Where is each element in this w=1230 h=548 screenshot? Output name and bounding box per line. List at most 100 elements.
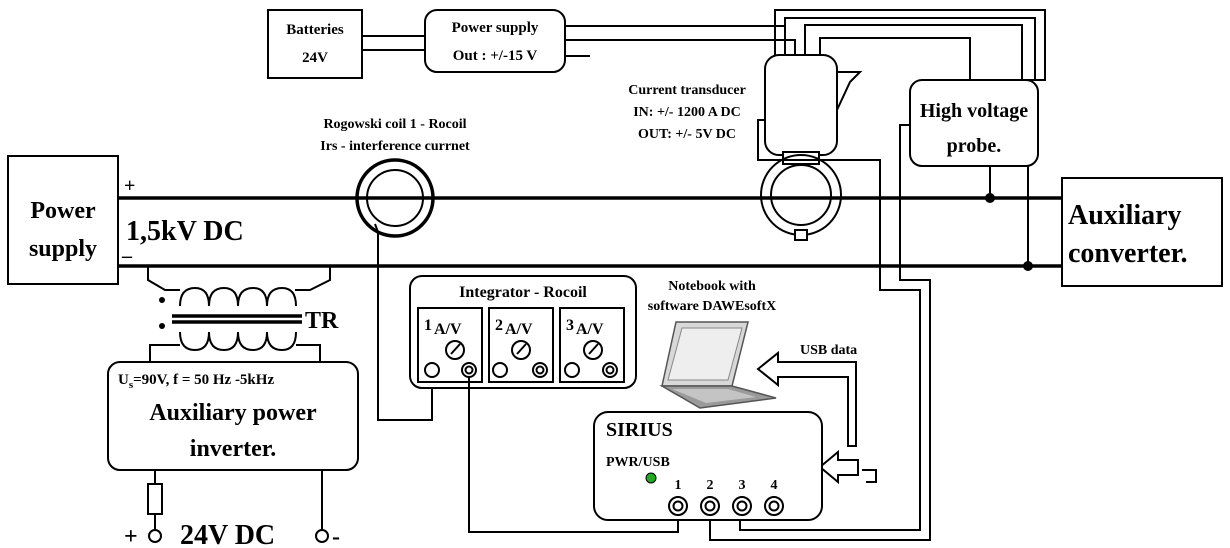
- hv-probe-bus-taps: [985, 166, 1033, 271]
- usb-label: USB data: [800, 343, 857, 358]
- inverter-spec-sub: s: [129, 379, 134, 391]
- transducer-supply-wires: [565, 9, 1046, 81]
- rogowski-coil-inner: [366, 169, 424, 227]
- rogowski-subtitle: Irs - interference currnet: [320, 139, 470, 154]
- batteries-block: Batteries 24V: [267, 9, 363, 79]
- rogowski-coil-outer: [355, 158, 435, 238]
- aux-power-supply-block: Power supply Out : +/-15 V: [424, 9, 566, 73]
- current-transducer-tab: [794, 229, 808, 241]
- inverter-spec-rest: =90V, f = 50 Hz -5kHz: [133, 372, 274, 388]
- hv-probe-block: High voltage probe.: [909, 79, 1039, 167]
- sirius-block: SIRIUS PWR/USB 1 2 3 4: [593, 411, 823, 521]
- inverter-spec-u: U: [118, 372, 129, 388]
- integrator-title: Integrator - Rocoil: [459, 284, 587, 301]
- hv-probe-box: [909, 79, 1039, 167]
- current-transducer-block: Current transducer IN: +/- 1200 A DC OUT…: [628, 54, 863, 241]
- rogowski-title: Rogowski coil 1 - Rocoil: [323, 117, 466, 132]
- current-transducer-output: OUT: +/- 5V DC: [638, 127, 736, 142]
- laptop-icon: [659, 321, 777, 409]
- main-power-supply-block: Power supply: [7, 155, 119, 285]
- sirius-port-2: [700, 496, 720, 516]
- transformer-label: TR: [305, 308, 339, 334]
- sirius-title: SIRIUS: [606, 419, 673, 441]
- dc-bus: + – 1,5kV DC: [118, 175, 1066, 268]
- usb-arrow-to-sirius: [818, 449, 859, 485]
- battery-supply-wires: [362, 35, 425, 51]
- batteries-box: [267, 9, 363, 79]
- channel-3-knob: [583, 340, 603, 360]
- channel-2-knob: [511, 340, 531, 360]
- sirius-port-4-label: 4: [771, 478, 778, 493]
- bus-plus-sign: +: [124, 175, 135, 197]
- sirius-box: [593, 411, 823, 521]
- bus-voltage-label: 1,5kV DC: [126, 216, 244, 247]
- rogowski-coil-block: Rogowski coil 1 - Rocoil Irs - interfere…: [320, 117, 470, 238]
- input-minus-sign: -: [332, 524, 340, 548]
- integrator-channel-2: 2 A/V: [488, 307, 554, 383]
- usb-arrow-to-notebook: [756, 350, 857, 447]
- channel-1-knob: [445, 340, 465, 360]
- current-transducer-ring-inner: [770, 164, 832, 226]
- aux-converter-title: Auxiliary: [1068, 200, 1182, 231]
- channel-1-num: 1: [424, 317, 432, 334]
- main-power-supply-subtitle: supply: [29, 236, 97, 262]
- sirius-signal-wires: [709, 119, 931, 541]
- bus-minus-sign: –: [121, 245, 133, 267]
- current-transducer-title: Current transducer: [628, 83, 746, 98]
- input-terminal-minus: [315, 529, 329, 543]
- main-power-supply-box: [7, 155, 119, 285]
- channel-3-input-port: [564, 362, 580, 378]
- batteries-label: Batteries: [286, 22, 344, 38]
- inverter-spec: Us=90V, f = 50 Hz -5kHz: [118, 372, 274, 391]
- channel-3-unit: A/V: [576, 321, 604, 338]
- transformer: TR: [147, 266, 339, 362]
- channel-2-output-port: [532, 362, 548, 378]
- channel-2-frame: [488, 307, 554, 383]
- channel-1-unit: A/V: [434, 321, 462, 338]
- channel-2-input-port: [492, 362, 508, 378]
- sirius-port-1: [668, 496, 688, 516]
- integrator-channel-1: 1 A/V: [417, 307, 483, 383]
- current-transducer-input: IN: +/- 1200 A DC: [633, 105, 741, 120]
- aux-converter-block: Auxiliary converter.: [1061, 177, 1223, 287]
- aux-converter-subtitle: converter.: [1068, 238, 1187, 269]
- inverter-title: Auxiliary power: [149, 400, 317, 426]
- sirius-port-3: [732, 496, 752, 516]
- current-transducer-body: [764, 54, 838, 156]
- sirius-port-1-label: 1: [675, 478, 682, 493]
- integrator-block: Integrator - Rocoil 1 A/V 2 A/V 3 A/V: [409, 275, 637, 389]
- inverter-subtitle: inverter.: [190, 436, 276, 462]
- integrator-to-sirius-wire: [468, 377, 679, 533]
- input-plus-sign: +: [124, 524, 138, 548]
- sirius-port-3-label: 3: [739, 478, 746, 493]
- dc-input: + 24V DC -: [124, 470, 340, 548]
- input-terminal-plus: [148, 529, 162, 543]
- hv-probe-title: High voltage: [920, 100, 1028, 122]
- integrator-channel-3: 3 A/V: [559, 307, 625, 383]
- fuse-symbol: [147, 483, 163, 515]
- batteries-voltage: 24V: [302, 50, 328, 66]
- current-transducer-ring-outer: [760, 154, 842, 236]
- sirius-port-2-label: 2: [707, 478, 714, 493]
- aux-converter-box: [1061, 177, 1223, 287]
- sirius-power-led: [645, 472, 657, 484]
- main-power-supply-title: Power: [30, 198, 96, 224]
- notebook-block: Notebook with software DAWEsoftX: [648, 279, 777, 409]
- hv-probe-subtitle: probe.: [947, 135, 1002, 157]
- channel-1-frame: [417, 307, 483, 383]
- sirius-port-4: [764, 496, 784, 516]
- channel-1-input-port: [424, 362, 440, 378]
- sirius-pwr-label: PWR/USB: [606, 455, 670, 470]
- channel-3-output-port: [602, 362, 618, 378]
- aux-power-inverter-block: Us=90V, f = 50 Hz -5kHz Auxiliary power …: [107, 361, 359, 471]
- notebook-software: software DAWEsoftX: [648, 299, 776, 314]
- aux-power-supply-output: Out : +/-15 V: [453, 48, 538, 64]
- aux-power-inverter-box: [107, 361, 359, 471]
- input-voltage-label: 24V DC: [180, 520, 275, 548]
- notebook-title: Notebook with: [668, 279, 756, 294]
- rogowski-to-integrator-wire: [374, 223, 433, 421]
- channel-2-num: 2: [495, 317, 503, 334]
- usb-data-arrows: USB data: [756, 343, 859, 485]
- channel-3-num: 3: [566, 317, 574, 334]
